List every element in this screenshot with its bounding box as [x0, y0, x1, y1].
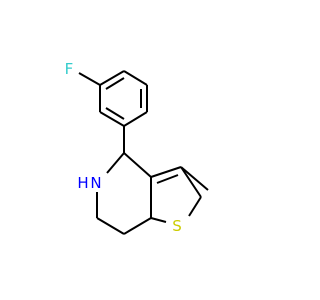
double-bond-inner [105, 107, 125, 120]
bond [180, 166, 202, 198]
tetrahydropyridine-ring [96, 152, 152, 235]
bond [78, 72, 101, 86]
bond [99, 70, 125, 86]
molecule-structure-diagram: F N H S [64, 60, 209, 235]
bond [106, 152, 125, 174]
fluorophenyl-ring [78, 70, 148, 127]
bond [188, 196, 202, 217]
double-bond-inner [156, 174, 179, 184]
nitrogen-hydrogen-label: H [77, 174, 88, 192]
bond [123, 111, 148, 127]
bond [150, 166, 182, 178]
double-bond-inner [105, 77, 125, 90]
bond [99, 111, 125, 127]
bond [150, 217, 167, 223]
thiophene-ring [150, 166, 209, 223]
nitrogen-atom-label: N [90, 174, 101, 192]
bond [96, 217, 125, 235]
sulfur-atom-label: S [172, 217, 182, 235]
bond [123, 152, 152, 178]
fluorine-atom-label: F [65, 60, 74, 78]
bond [123, 217, 152, 235]
bond [123, 70, 148, 86]
double-bond-inner [180, 166, 209, 191]
